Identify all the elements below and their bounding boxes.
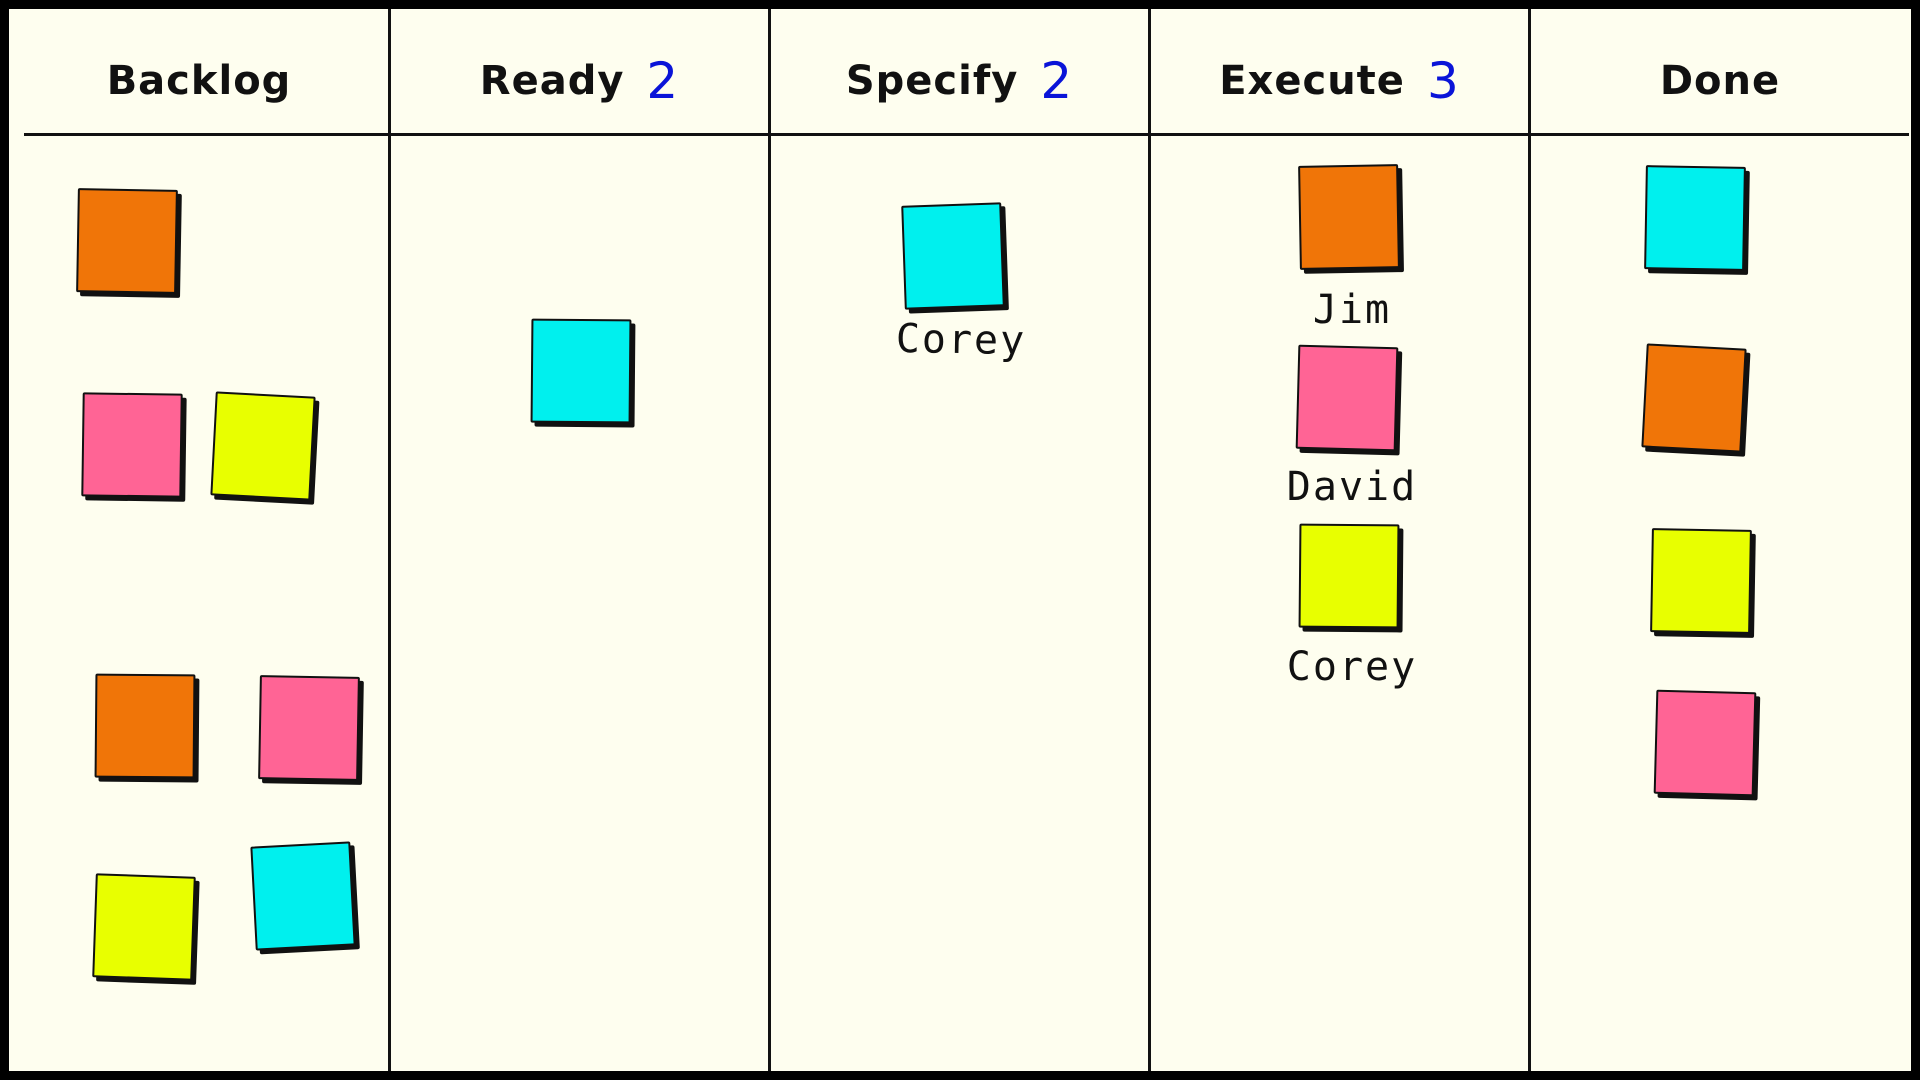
assignee-label: Corey	[895, 315, 1027, 365]
column-header-specify: Specify 2	[769, 49, 1149, 113]
sticky-note-card[interactable]	[94, 673, 196, 779]
header-divider	[24, 133, 1909, 136]
sticky-note-card[interactable]	[530, 318, 632, 424]
wip-limit: 2	[646, 52, 679, 110]
column-header-ready: Ready 2	[389, 49, 769, 113]
assignee-label: David	[1286, 464, 1418, 510]
sticky-note-card[interactable]	[92, 873, 196, 981]
column-divider	[388, 9, 391, 1071]
sticky-note-card[interactable]	[250, 841, 356, 951]
column-divider	[1148, 9, 1151, 1071]
assignee-label: Jim	[1312, 287, 1392, 333]
wip-limit: 3	[1426, 52, 1459, 110]
column-header-backlog: Backlog	[9, 49, 389, 113]
column-divider	[1528, 9, 1531, 1071]
sticky-note-card[interactable]	[901, 202, 1005, 310]
sticky-note-card[interactable]	[1295, 344, 1399, 452]
assignee-label: Corey	[1286, 644, 1418, 690]
sticky-note-card[interactable]	[1298, 164, 1400, 270]
column-title: Specify	[845, 58, 1019, 104]
sticky-note-card[interactable]	[1653, 689, 1757, 797]
sticky-note-card[interactable]	[81, 392, 183, 498]
column-header-done: Done	[1529, 49, 1911, 113]
sticky-note-card[interactable]	[1650, 528, 1752, 634]
sticky-note-card[interactable]	[1641, 343, 1747, 453]
sticky-note-card[interactable]	[258, 675, 360, 781]
column-title: Backlog	[106, 58, 292, 104]
sticky-note-card[interactable]	[76, 188, 178, 294]
kanban-board: Backlog Ready 2 Specify 2 Execute 3 Done…	[9, 9, 1911, 1071]
column-title: Ready	[479, 58, 625, 104]
column-divider	[768, 9, 771, 1071]
column-title: Execute	[1219, 58, 1405, 104]
sticky-note-card[interactable]	[1298, 523, 1400, 629]
wip-limit: 2	[1040, 52, 1073, 110]
column-header-execute: Execute 3	[1149, 49, 1529, 113]
sticky-note-card[interactable]	[210, 391, 316, 501]
sticky-note-card[interactable]	[1644, 165, 1746, 271]
column-title: Done	[1659, 58, 1781, 104]
